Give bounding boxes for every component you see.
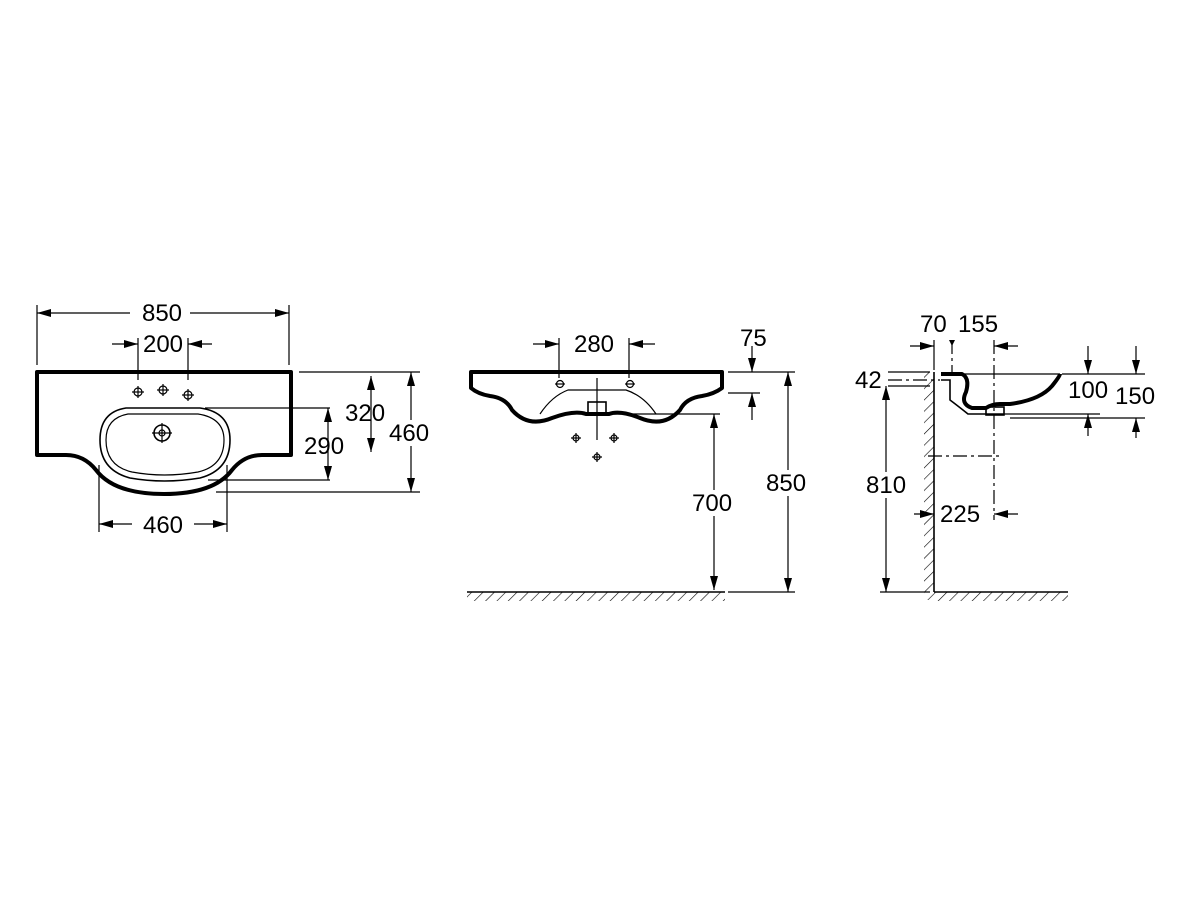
dim-bowl-100: 100: [1068, 377, 1108, 404]
dim-depth-460: 460: [389, 420, 429, 447]
dim-width-850: 850: [142, 300, 182, 327]
waste-outlet-side: [985, 406, 1005, 416]
dim-tap-spacing-200: 200: [143, 331, 183, 358]
floor-hatch: [467, 592, 725, 601]
basin-inner-side: [941, 379, 1004, 415]
drain-icon: [152, 423, 172, 443]
basin-profile-side: [941, 372, 1062, 410]
dim-waste-700: 700: [692, 490, 732, 517]
bowl-outline-top: [99, 407, 231, 482]
bowl-inner-top: [105, 413, 225, 476]
dim-bowl-depth-320: 320: [345, 400, 385, 427]
dim-fixing-810: 810: [866, 472, 906, 499]
side-view: 70 155 42 810 225 100 150: [855, 311, 1162, 601]
top-view: 850 200 320 290 460: [35, 300, 434, 539]
wall-hatch: [924, 372, 934, 600]
dim-height-850: 850: [766, 470, 806, 497]
fixing-point-icon: [571, 433, 619, 462]
dim-waste-225: 225: [940, 501, 980, 528]
front-view: 280 75 700 850: [467, 325, 813, 601]
tap-hole-icon: [555, 379, 635, 389]
dim-bowl-290: 290: [304, 433, 344, 460]
basin-outline-top: [35, 370, 293, 496]
dim-thickness-42: 42: [855, 367, 882, 394]
floor-hatch-side: [934, 592, 1068, 601]
dim-depth-150: 150: [1115, 383, 1155, 410]
dim-tap-spacing-280: 280: [574, 331, 614, 358]
dim-bowl-width-460: 460: [143, 512, 183, 539]
dim-tap-155: 155: [958, 311, 998, 338]
dim-rim-75: 75: [740, 325, 767, 352]
tap-hole-icon: [132, 384, 194, 401]
dim-wall-70: 70: [920, 311, 947, 338]
